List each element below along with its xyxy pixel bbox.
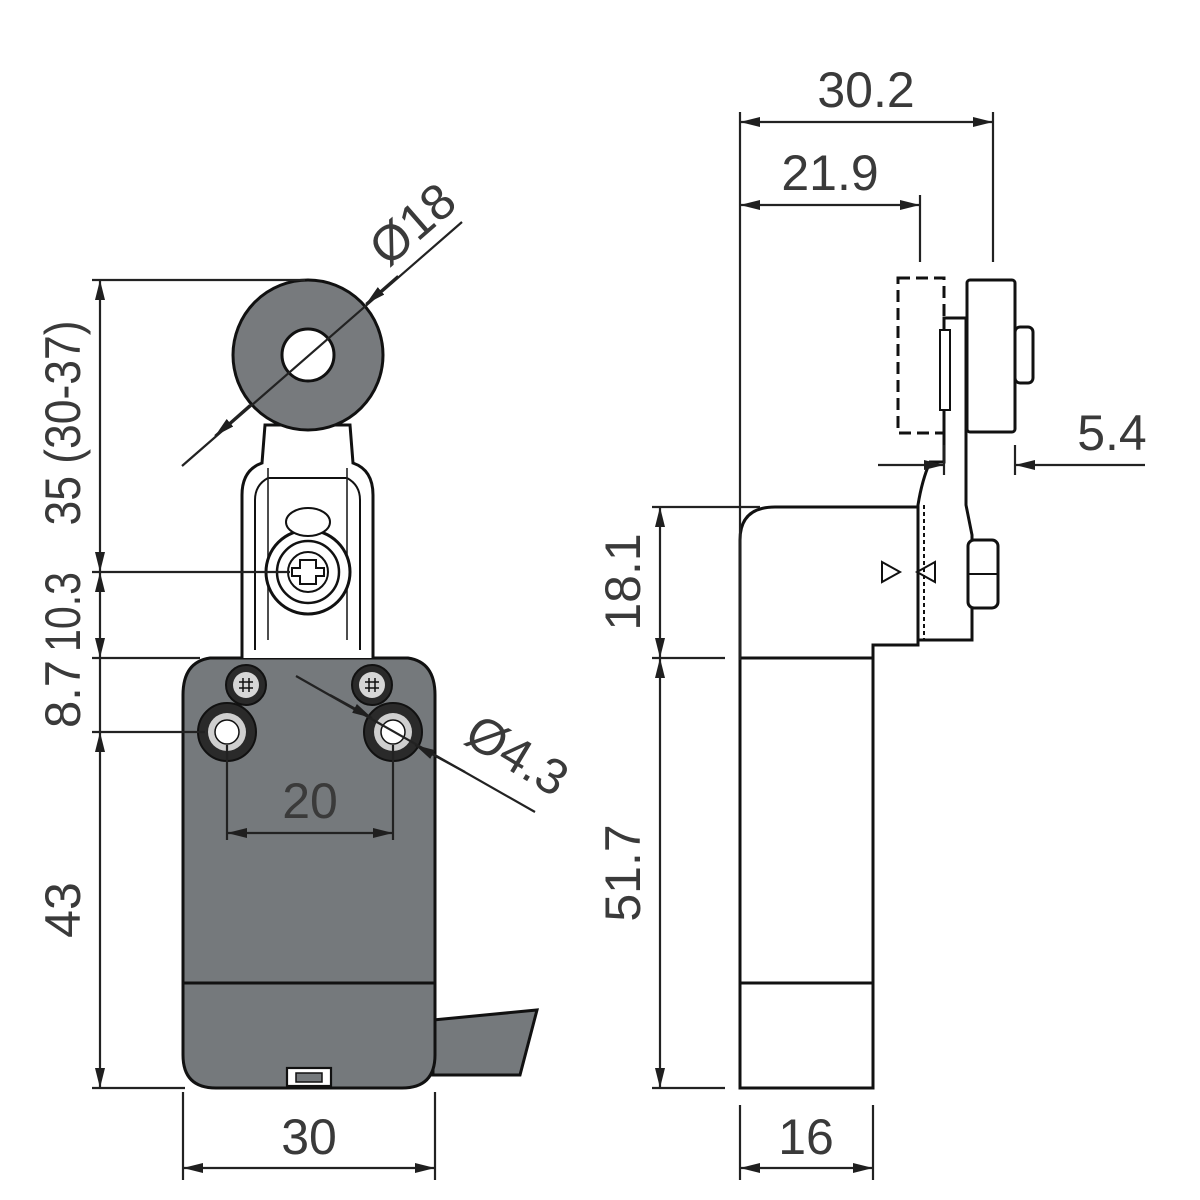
label-hole-diameter: Ø4.3 bbox=[456, 703, 578, 807]
label-side-depth: 16 bbox=[778, 1109, 834, 1165]
label-overall-depth: 30.2 bbox=[817, 62, 914, 118]
top-screw-right bbox=[351, 664, 393, 706]
front-side-tab bbox=[431, 1008, 539, 1077]
front-view bbox=[181, 278, 539, 1090]
label-roller-offset: 21.9 bbox=[781, 145, 878, 201]
top-screw-left bbox=[225, 664, 267, 706]
label-lever-length: 35 (30-37) bbox=[35, 321, 91, 526]
label-top-to-holes: 8.7 bbox=[35, 660, 91, 728]
label-head-height: 18.1 bbox=[595, 533, 651, 630]
label-roller-diameter: Ø18 bbox=[358, 172, 466, 276]
front-dimensions bbox=[92, 221, 536, 1180]
label-hole-spacing: 20 bbox=[282, 773, 338, 829]
side-body bbox=[738, 656, 875, 1090]
label-side-body-height: 51.7 bbox=[595, 824, 651, 921]
roller-alt-position bbox=[896, 276, 946, 435]
side-view bbox=[738, 276, 1035, 1090]
mounting-hole-left bbox=[197, 702, 257, 762]
label-roller-width: 5.4 bbox=[1077, 405, 1147, 461]
front-body bbox=[181, 656, 437, 1090]
side-dimensions bbox=[652, 112, 1145, 1180]
label-axis-to-top: 10.3 bbox=[35, 572, 91, 652]
dimension-labels: Ø18 35 (30-37) 10.3 8.7 43 20 Ø4.3 30 30… bbox=[35, 62, 1147, 1165]
label-body-height: 43 bbox=[35, 882, 91, 938]
label-body-width: 30 bbox=[281, 1109, 337, 1165]
side-roller bbox=[965, 278, 1017, 434]
side-head bbox=[738, 505, 920, 660]
